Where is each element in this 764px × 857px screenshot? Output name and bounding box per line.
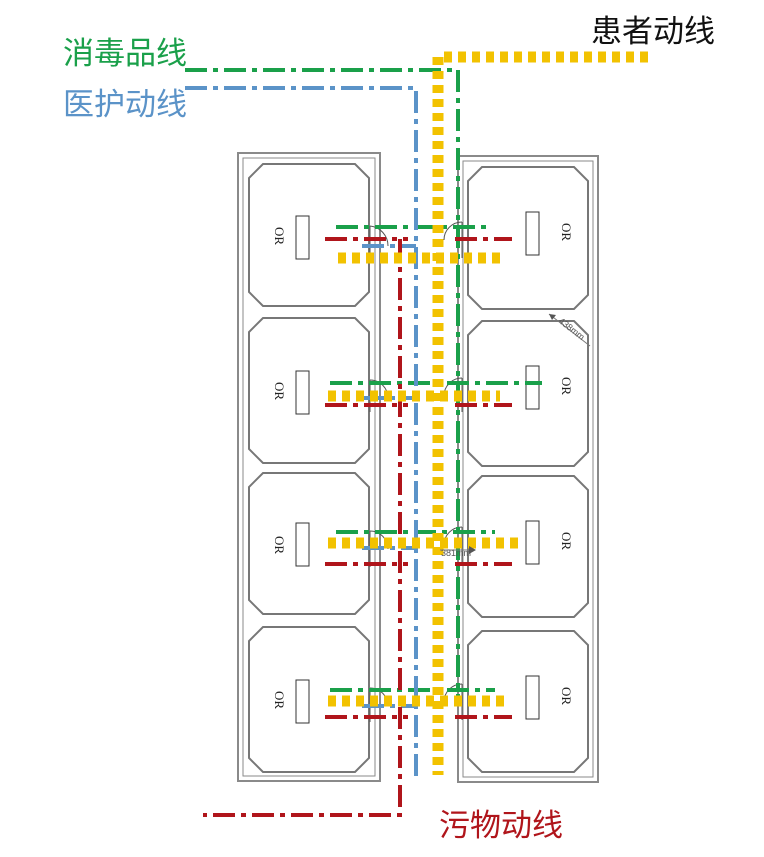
dimension-arrow bbox=[549, 314, 556, 320]
room-window bbox=[525, 211, 540, 256]
dimension-mark-door: 381mm bbox=[440, 546, 476, 558]
room-window bbox=[295, 215, 310, 260]
or-room-right-3: OR bbox=[467, 475, 589, 618]
patient-flow-lines bbox=[328, 51, 648, 775]
dimension-arrow bbox=[469, 546, 476, 554]
room-label: OR bbox=[559, 377, 574, 395]
room-window bbox=[525, 365, 540, 410]
room-label: OR bbox=[559, 687, 574, 705]
waste-main-path bbox=[203, 239, 402, 817]
or-room-right-1: OR bbox=[467, 166, 589, 310]
or-room-left-2: OR bbox=[248, 317, 370, 464]
or-room-right-2: OR bbox=[467, 320, 589, 467]
legend-sterile-label: 消毒品线 bbox=[63, 36, 187, 72]
room-window bbox=[295, 370, 310, 415]
waste-flow-lines bbox=[203, 237, 512, 817]
or-room-right-4: OR bbox=[467, 630, 589, 773]
room-label: OR bbox=[272, 536, 287, 554]
room-label: OR bbox=[559, 532, 574, 550]
or-room-left-1: OR bbox=[248, 163, 370, 307]
sterile-main-path bbox=[185, 68, 460, 700]
legend-waste-label: 污物动线 bbox=[439, 808, 563, 844]
legend-staff-label: 医护动线 bbox=[63, 87, 187, 123]
room-label: OR bbox=[272, 691, 287, 709]
right-block-inner-wall bbox=[462, 160, 594, 778]
room-label: OR bbox=[272, 382, 287, 400]
left-block-inner-wall bbox=[242, 157, 376, 777]
left-block-outer-wall bbox=[237, 152, 381, 782]
or-room-left-3: OR bbox=[248, 472, 370, 615]
room-window bbox=[525, 520, 540, 565]
room-window bbox=[295, 679, 310, 724]
legend-patient-label: 患者动线 bbox=[591, 14, 715, 50]
left-block bbox=[237, 152, 381, 782]
room-window bbox=[295, 522, 310, 567]
patient-main-path bbox=[432, 51, 648, 775]
dimension-label: 381mm bbox=[441, 548, 471, 558]
or-room-left-4: OR bbox=[248, 626, 370, 773]
room-window bbox=[525, 675, 540, 720]
dimension-line bbox=[548, 313, 591, 347]
room-label: OR bbox=[272, 227, 287, 245]
room-label: OR bbox=[559, 223, 574, 241]
